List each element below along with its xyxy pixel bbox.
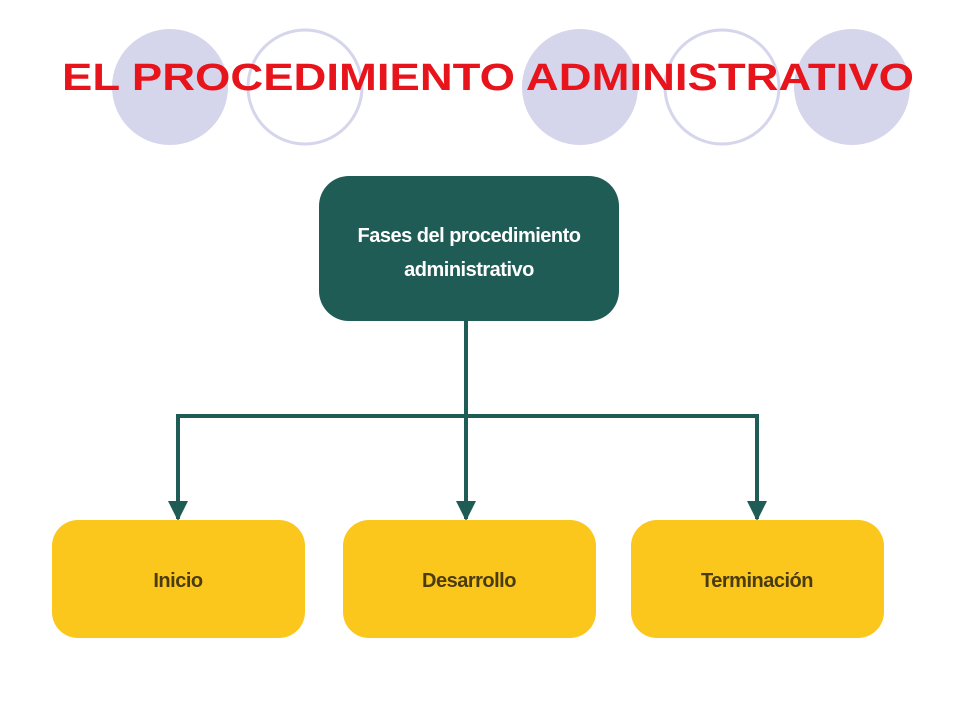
- phase-node-box: [631, 520, 884, 638]
- decorative-circle-outline: [663, 28, 781, 146]
- root-node-box: [319, 176, 619, 321]
- phase-node-label: Desarrollo: [422, 570, 516, 592]
- phase-node-box: [343, 520, 596, 638]
- decorative-circle: [112, 29, 228, 145]
- phase-node-label: Inicio: [153, 570, 203, 592]
- decorative-circles: [112, 28, 910, 146]
- connectors: [168, 320, 767, 521]
- phase-node-label: Terminación: [701, 570, 813, 592]
- phase-node-inicio: Inicio: [52, 520, 305, 638]
- root-node: Fases del procedimiento administrativo: [319, 176, 619, 321]
- decorative-circle: [522, 29, 638, 145]
- decorative-circle-outline: [246, 28, 364, 146]
- decorative-circle: [794, 29, 910, 145]
- phase-node-terminacion: Terminación: [631, 520, 884, 638]
- root-node-label-line1: Fases del procedimiento: [357, 225, 580, 247]
- root-node-label-line2: administrativo: [404, 259, 534, 281]
- slide-title: EL PROCEDIMIENTO ADMINISTRATIVO: [62, 57, 914, 99]
- phase-node-desarrollo: Desarrollo: [343, 520, 596, 638]
- phase-node-box: [52, 520, 305, 638]
